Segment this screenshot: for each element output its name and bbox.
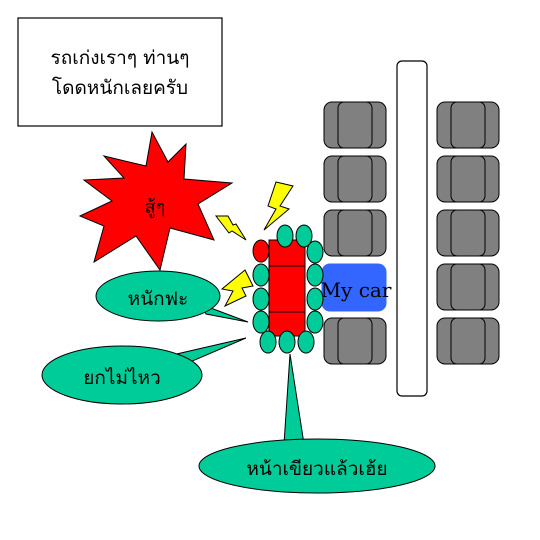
ant (306, 287, 324, 311)
ant (276, 224, 294, 248)
ant (252, 287, 270, 311)
ant (252, 263, 270, 287)
ant (252, 239, 270, 263)
callout-face-green-text: หน้าเขียวแล้วเฮ้ย (246, 458, 387, 480)
callout-face-green: หน้าเขียวแล้วเฮ้ย (198, 438, 436, 494)
starburst-shape: สู้ๆ (78, 130, 234, 272)
parked-car (436, 209, 500, 257)
parked-car (436, 155, 500, 203)
parked-car (436, 317, 500, 365)
lightning-icon (214, 215, 247, 241)
note-line-1: รถเก่งเราๆ ท่านๆ (51, 47, 190, 69)
ant (295, 224, 313, 248)
ant (252, 310, 270, 334)
note-line-2: โดดหนักเลยครับ (52, 76, 188, 99)
parked-car (323, 155, 387, 203)
callout-heavy: หนักฟะ (95, 270, 221, 322)
ant (306, 263, 324, 287)
lightning-icon (220, 269, 254, 308)
carried-car (268, 239, 306, 337)
parked-car (436, 263, 500, 311)
parked-cars-left (323, 101, 387, 365)
ant (306, 240, 324, 264)
callout-tail (283, 353, 305, 445)
ant (297, 330, 315, 354)
note-box: รถเก่งเราๆ ท่านๆ โดดหนักเลยครับ (17, 17, 223, 127)
lightning-icon (263, 181, 294, 231)
callout-cant-lift: ยกไม่ไหว (41, 345, 203, 405)
parked-car (323, 317, 387, 365)
ant (306, 310, 324, 334)
my-car: My car (321, 263, 392, 312)
parked-car (323, 101, 387, 149)
ant (259, 330, 277, 354)
parked-car (436, 101, 500, 149)
burst-text: สู้ๆ (145, 197, 166, 218)
my-car-label: My car (321, 278, 392, 302)
parking-divider (396, 60, 428, 397)
ant-group (252, 224, 324, 354)
parked-car (323, 209, 387, 257)
parked-cars-right (436, 101, 500, 365)
callout-heavy-text: หนักฟะ (128, 288, 189, 310)
ant (278, 330, 296, 354)
callout-cant-lift-text: ยกไม่ไหว (83, 367, 160, 389)
